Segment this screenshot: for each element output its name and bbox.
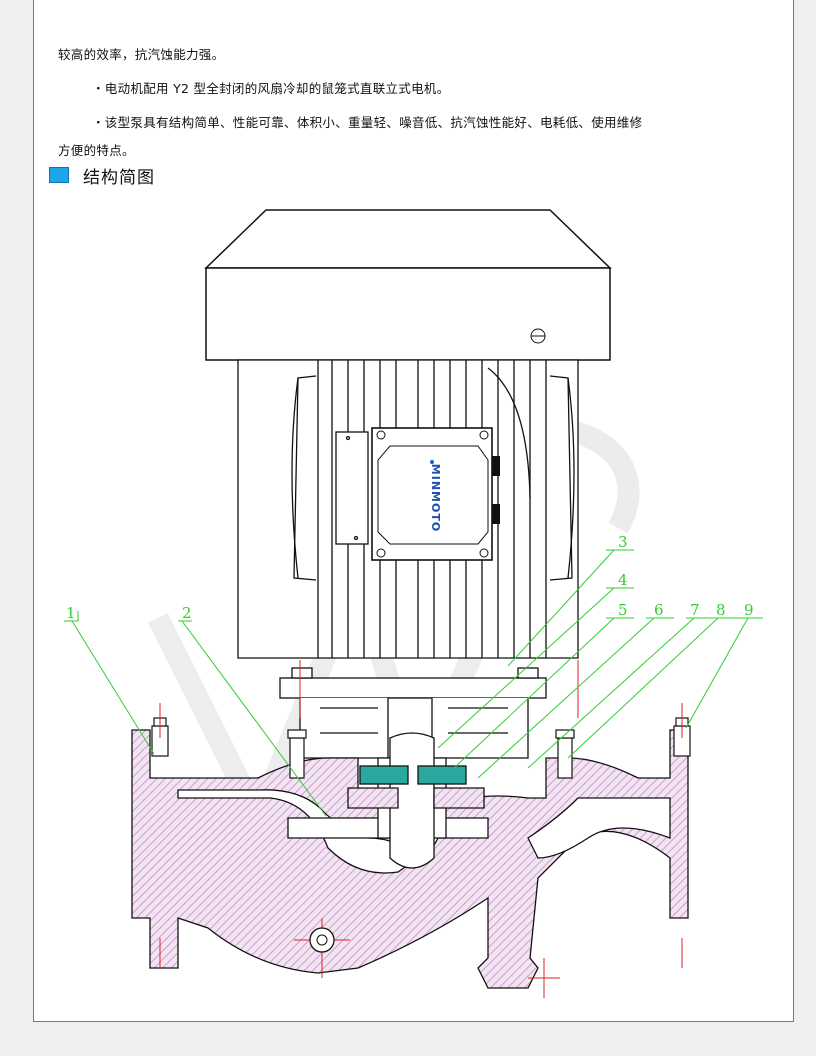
part-label-6: 6 [654, 601, 664, 619]
part-label-2: 2 [182, 604, 192, 622]
impeller [347, 732, 485, 869]
motor-brand-label: MINMOTO [429, 464, 442, 532]
part-label-8: 8 [716, 601, 726, 619]
paragraph-features-cont: 方便的特点。 [58, 143, 135, 158]
structure-diagram: MINMOTO [58, 198, 763, 998]
drain-plug [309, 927, 335, 953]
part-label-1: 1 [66, 604, 76, 622]
part-label-9: 9 [744, 601, 754, 619]
part-label-7: 7 [690, 601, 700, 619]
pump-drawing: MINMOTO [64, 209, 763, 998]
part-leaders [64, 549, 763, 817]
terminal-box: MINMOTO [371, 427, 500, 561]
part-labels: 1 2 3 4 5 6 7 8 9 [66, 533, 754, 622]
paragraph-efficiency: 较高的效率，抗汽蚀能力强。 [58, 47, 225, 62]
part-label-5: 5 [618, 601, 628, 619]
paragraph-features: ・该型泵具有结构简单、性能可靠、体积小、重量轻、噪音低、抗汽蚀性能好、电耗低、使… [92, 115, 643, 130]
section-square-icon [49, 167, 69, 183]
centerlines [159, 660, 683, 998]
part-label-4: 4 [618, 571, 628, 589]
section-title: 结构简图 [83, 167, 155, 188]
drain-plug-inner [316, 934, 328, 946]
section-heading: 结构简图 [49, 164, 155, 188]
paragraph-motor: ・电动机配用 Y2 型全封闭的风扇冷却的鼠笼式直联立式电机。 [92, 81, 450, 96]
motor-fan-cover [204, 209, 612, 361]
content-panel: 较高的效率，抗汽蚀能力强。 ・电动机配用 Y2 型全封闭的风扇冷却的鼠笼式直联立… [33, 0, 794, 1022]
part-label-3: 3 [618, 533, 628, 551]
bolts [151, 717, 691, 779]
